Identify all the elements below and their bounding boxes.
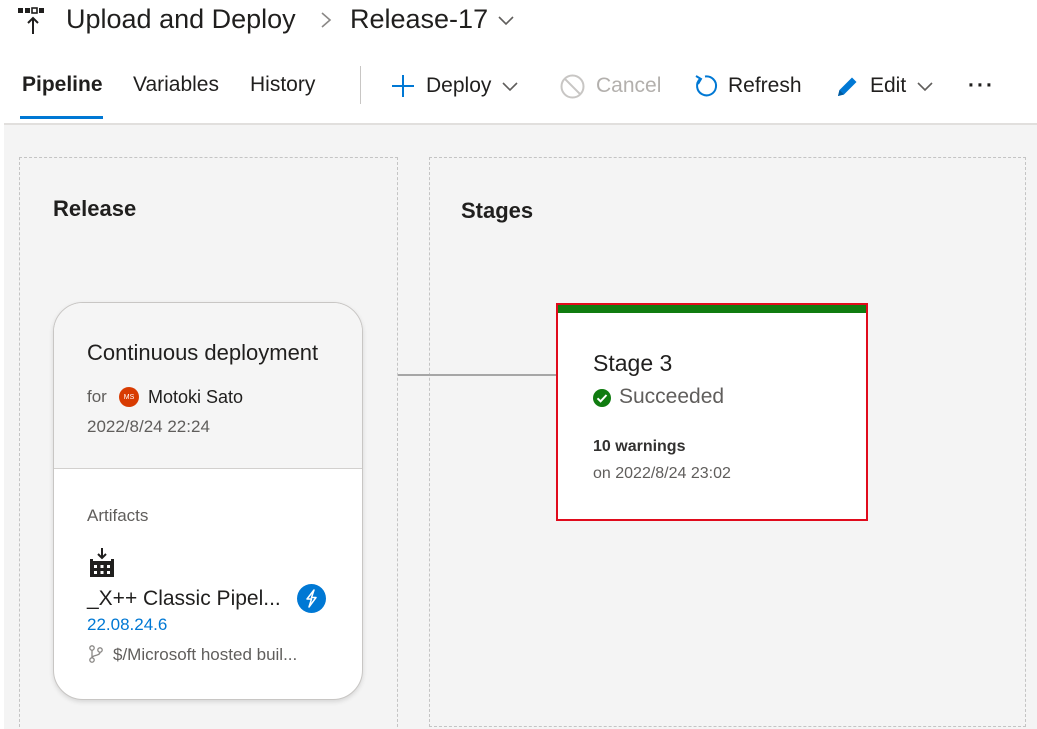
stage-warnings[interactable]: 10 warnings	[593, 438, 686, 455]
cancel-icon	[560, 74, 585, 98]
release-trigger-section	[54, 303, 362, 469]
plus-icon	[392, 75, 414, 97]
more-actions-button[interactable]: ···	[968, 66, 995, 106]
refresh-button[interactable]: Refresh	[692, 66, 802, 106]
deploy-button[interactable]: Deploy	[390, 66, 519, 106]
release-card[interactable]: Continuous deployment for MS Motoki Sato…	[53, 302, 363, 700]
tab-variables[interactable]: Variables	[133, 73, 219, 96]
more-icon: ···	[968, 74, 995, 97]
build-artifact-icon	[90, 548, 114, 577]
stages-panel-title: Stages	[461, 198, 534, 223]
stages-panel: Stages	[429, 157, 1026, 727]
release-panel-title: Release	[53, 196, 137, 221]
for-label: for	[87, 387, 107, 406]
release-pipeline-icon	[18, 7, 44, 34]
release-name[interactable]: Release-17	[350, 4, 489, 34]
cancel-label: Cancel	[596, 74, 662, 97]
branch-icon	[89, 645, 103, 663]
stage-card-stage-3[interactable]: Stage 3 Succeeded 10 warnings on 2022/8/…	[556, 303, 868, 521]
tab-pipeline[interactable]: Pipeline	[22, 73, 103, 96]
chevron-right-icon	[321, 12, 332, 28]
stage-completed-time: on 2022/8/24 23:02	[593, 465, 731, 482]
pencil-icon	[838, 77, 857, 96]
stage-status-bar	[558, 305, 866, 313]
release-panel: Release	[19, 157, 398, 729]
header-divider	[4, 123, 1037, 125]
chevron-down-icon[interactable]	[497, 14, 515, 26]
artifact-name[interactable]: _X++ Classic Pipel...	[87, 587, 281, 610]
tab-history[interactable]: History	[250, 73, 316, 96]
avatar-initials: MS	[123, 393, 135, 401]
trigger-type: Continuous deployment	[87, 340, 319, 365]
artifact-branch: $/Microsoft hosted buil...	[113, 645, 298, 664]
active-tab-indicator	[20, 116, 103, 119]
edit-label: Edit	[870, 74, 907, 97]
edit-button[interactable]: Edit	[835, 66, 934, 106]
deploy-label: Deploy	[426, 74, 492, 97]
avatar: MS	[119, 387, 139, 407]
artifacts-label: Artifacts	[87, 506, 149, 525]
stage-connector	[398, 374, 556, 376]
chevron-down-icon	[502, 82, 518, 92]
artifact-version-link[interactable]: 22.08.24.6	[87, 615, 168, 634]
refresh-label: Refresh	[728, 74, 802, 97]
release-created-time: 2022/8/24 22:24	[87, 417, 210, 436]
requested-by-user[interactable]: Motoki Sato	[148, 387, 244, 407]
page-header: Upload and Deploy Release-17 Pipeline Va…	[0, 0, 1037, 125]
pipeline-title[interactable]: Upload and Deploy	[66, 4, 296, 34]
cancel-button[interactable]: Cancel	[559, 66, 661, 106]
check-circle-icon	[593, 389, 611, 407]
stage-name: Stage 3	[593, 350, 673, 376]
lightning-bolt-icon	[297, 584, 326, 613]
toolbar-divider	[360, 66, 361, 104]
chevron-down-icon	[917, 82, 933, 92]
stage-status: Succeeded	[619, 385, 725, 408]
refresh-icon	[695, 75, 718, 97]
